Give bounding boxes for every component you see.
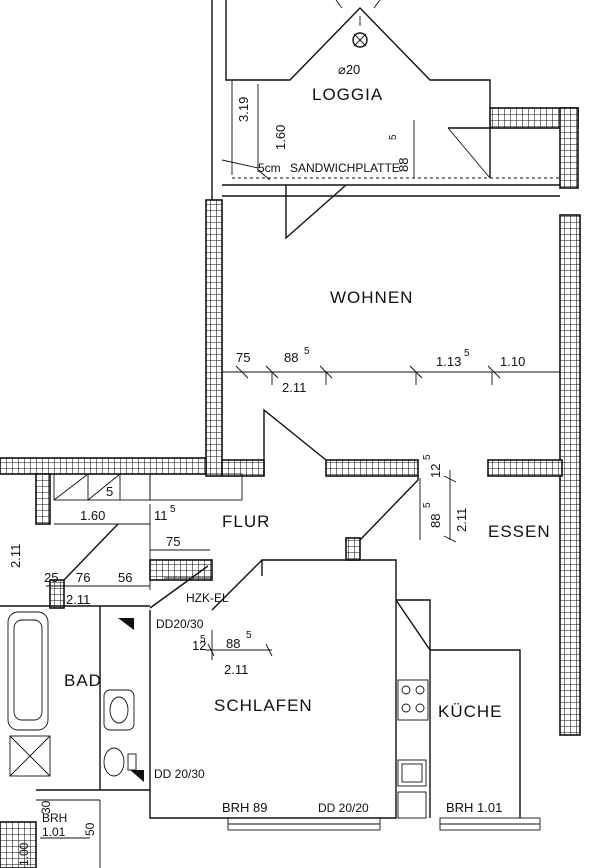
bad-dd2030: DD 20/30 xyxy=(154,767,205,781)
flur-dim-75: 75 xyxy=(166,534,180,549)
wohnen-dim-88-sup: 5 xyxy=(304,346,310,357)
wohnen-dim-110: 1.10 xyxy=(500,354,525,369)
brh-89: BRH 89 xyxy=(222,800,268,815)
flur-dim-25: 25 xyxy=(44,570,58,585)
loggia-dim-88-sup: 5 xyxy=(388,134,399,140)
dd-2020: DD 20/20 xyxy=(318,801,369,815)
kueche xyxy=(395,599,541,831)
flur-dim-5: 5 xyxy=(106,484,113,499)
wohnen-dim-113-sup: 5 xyxy=(464,348,470,359)
schlafen-dim-211: 2.11 xyxy=(224,662,248,677)
schlafen xyxy=(149,559,397,831)
wohnen xyxy=(222,195,560,476)
flur-dim-211-left: 2.11 xyxy=(8,544,23,568)
lamp-icon xyxy=(352,32,368,48)
dim-50: 50 xyxy=(83,822,97,836)
wohnen-dim-211: 2.11 xyxy=(282,380,306,395)
flur-dim-211: 2.11 xyxy=(66,592,90,607)
wohnen-dim-75: 75 xyxy=(236,350,250,365)
essen-dim-88: 88 xyxy=(428,514,443,528)
flur-dim-76: 76 xyxy=(76,570,90,585)
loggia-diameter: ⌀20 xyxy=(338,62,360,77)
flur-dim-160: 1.60 xyxy=(80,508,105,523)
washbasin-icon xyxy=(103,689,135,731)
hzk-label: HZK-EL xyxy=(186,591,229,605)
essen-label: ESSEN xyxy=(488,522,551,541)
shower-icon xyxy=(9,735,51,777)
flur-dim-11: 11 xyxy=(154,508,168,523)
bad xyxy=(0,605,150,868)
bad-label: BAD xyxy=(64,671,102,690)
stove-burner-icon xyxy=(401,685,411,695)
wohnen-dim-88: 88 xyxy=(284,350,298,365)
wohnen-dim-113: 1.13 xyxy=(436,354,461,369)
sandwich-5cm: 5cm xyxy=(258,161,281,175)
sandwich-label: SANDWICHPLATTE xyxy=(290,161,400,175)
stove-burner-icon xyxy=(401,703,411,713)
loggia-dim-160: 1.60 xyxy=(273,125,288,150)
stove-burner-icon xyxy=(415,685,425,695)
flur-essen xyxy=(46,470,457,609)
loggia-label: LOGGIA xyxy=(312,85,383,104)
essen-dim-211: 2.11 xyxy=(454,508,469,532)
schlafen-dim-12-sup: 5 xyxy=(200,634,206,645)
loggia-dim-319: 3.19 xyxy=(236,97,251,122)
bathtub-icon xyxy=(7,611,49,731)
schlafen-dim-88-sup: 5 xyxy=(246,630,252,641)
dim-30: 30 xyxy=(39,800,53,814)
schlafen-dim-12: 12 xyxy=(192,638,206,653)
toilet-icon xyxy=(103,747,125,777)
brh-left-2: 1.01 xyxy=(42,825,66,839)
brh-left-1: BRH xyxy=(42,811,67,825)
schlafen-dim-88: 88 xyxy=(226,636,240,651)
essen-dim-12-sup: 5 xyxy=(422,454,433,460)
stove-burner-icon xyxy=(415,703,425,713)
flur-label: FLUR xyxy=(222,512,270,531)
dim-100: 1.00 xyxy=(17,842,31,866)
brh-101: BRH 1.01 xyxy=(446,800,502,815)
loggia xyxy=(211,0,560,240)
flur-dim-56: 56 xyxy=(118,570,132,585)
kueche-label: KÜCHE xyxy=(438,702,503,721)
wohnen-label: WOHNEN xyxy=(330,288,413,307)
essen-dim-12: 12 xyxy=(428,464,443,478)
loggia-dim-88: 88 xyxy=(396,158,411,172)
walls xyxy=(0,107,581,868)
flur-dim-11-sup: 5 xyxy=(170,504,176,515)
flur-dd2030: DD20/30 xyxy=(156,617,204,631)
sink-icon xyxy=(397,759,427,787)
essen-dim-88-sup: 5 xyxy=(422,502,433,508)
schlafen-label: SCHLAFEN xyxy=(214,696,313,715)
